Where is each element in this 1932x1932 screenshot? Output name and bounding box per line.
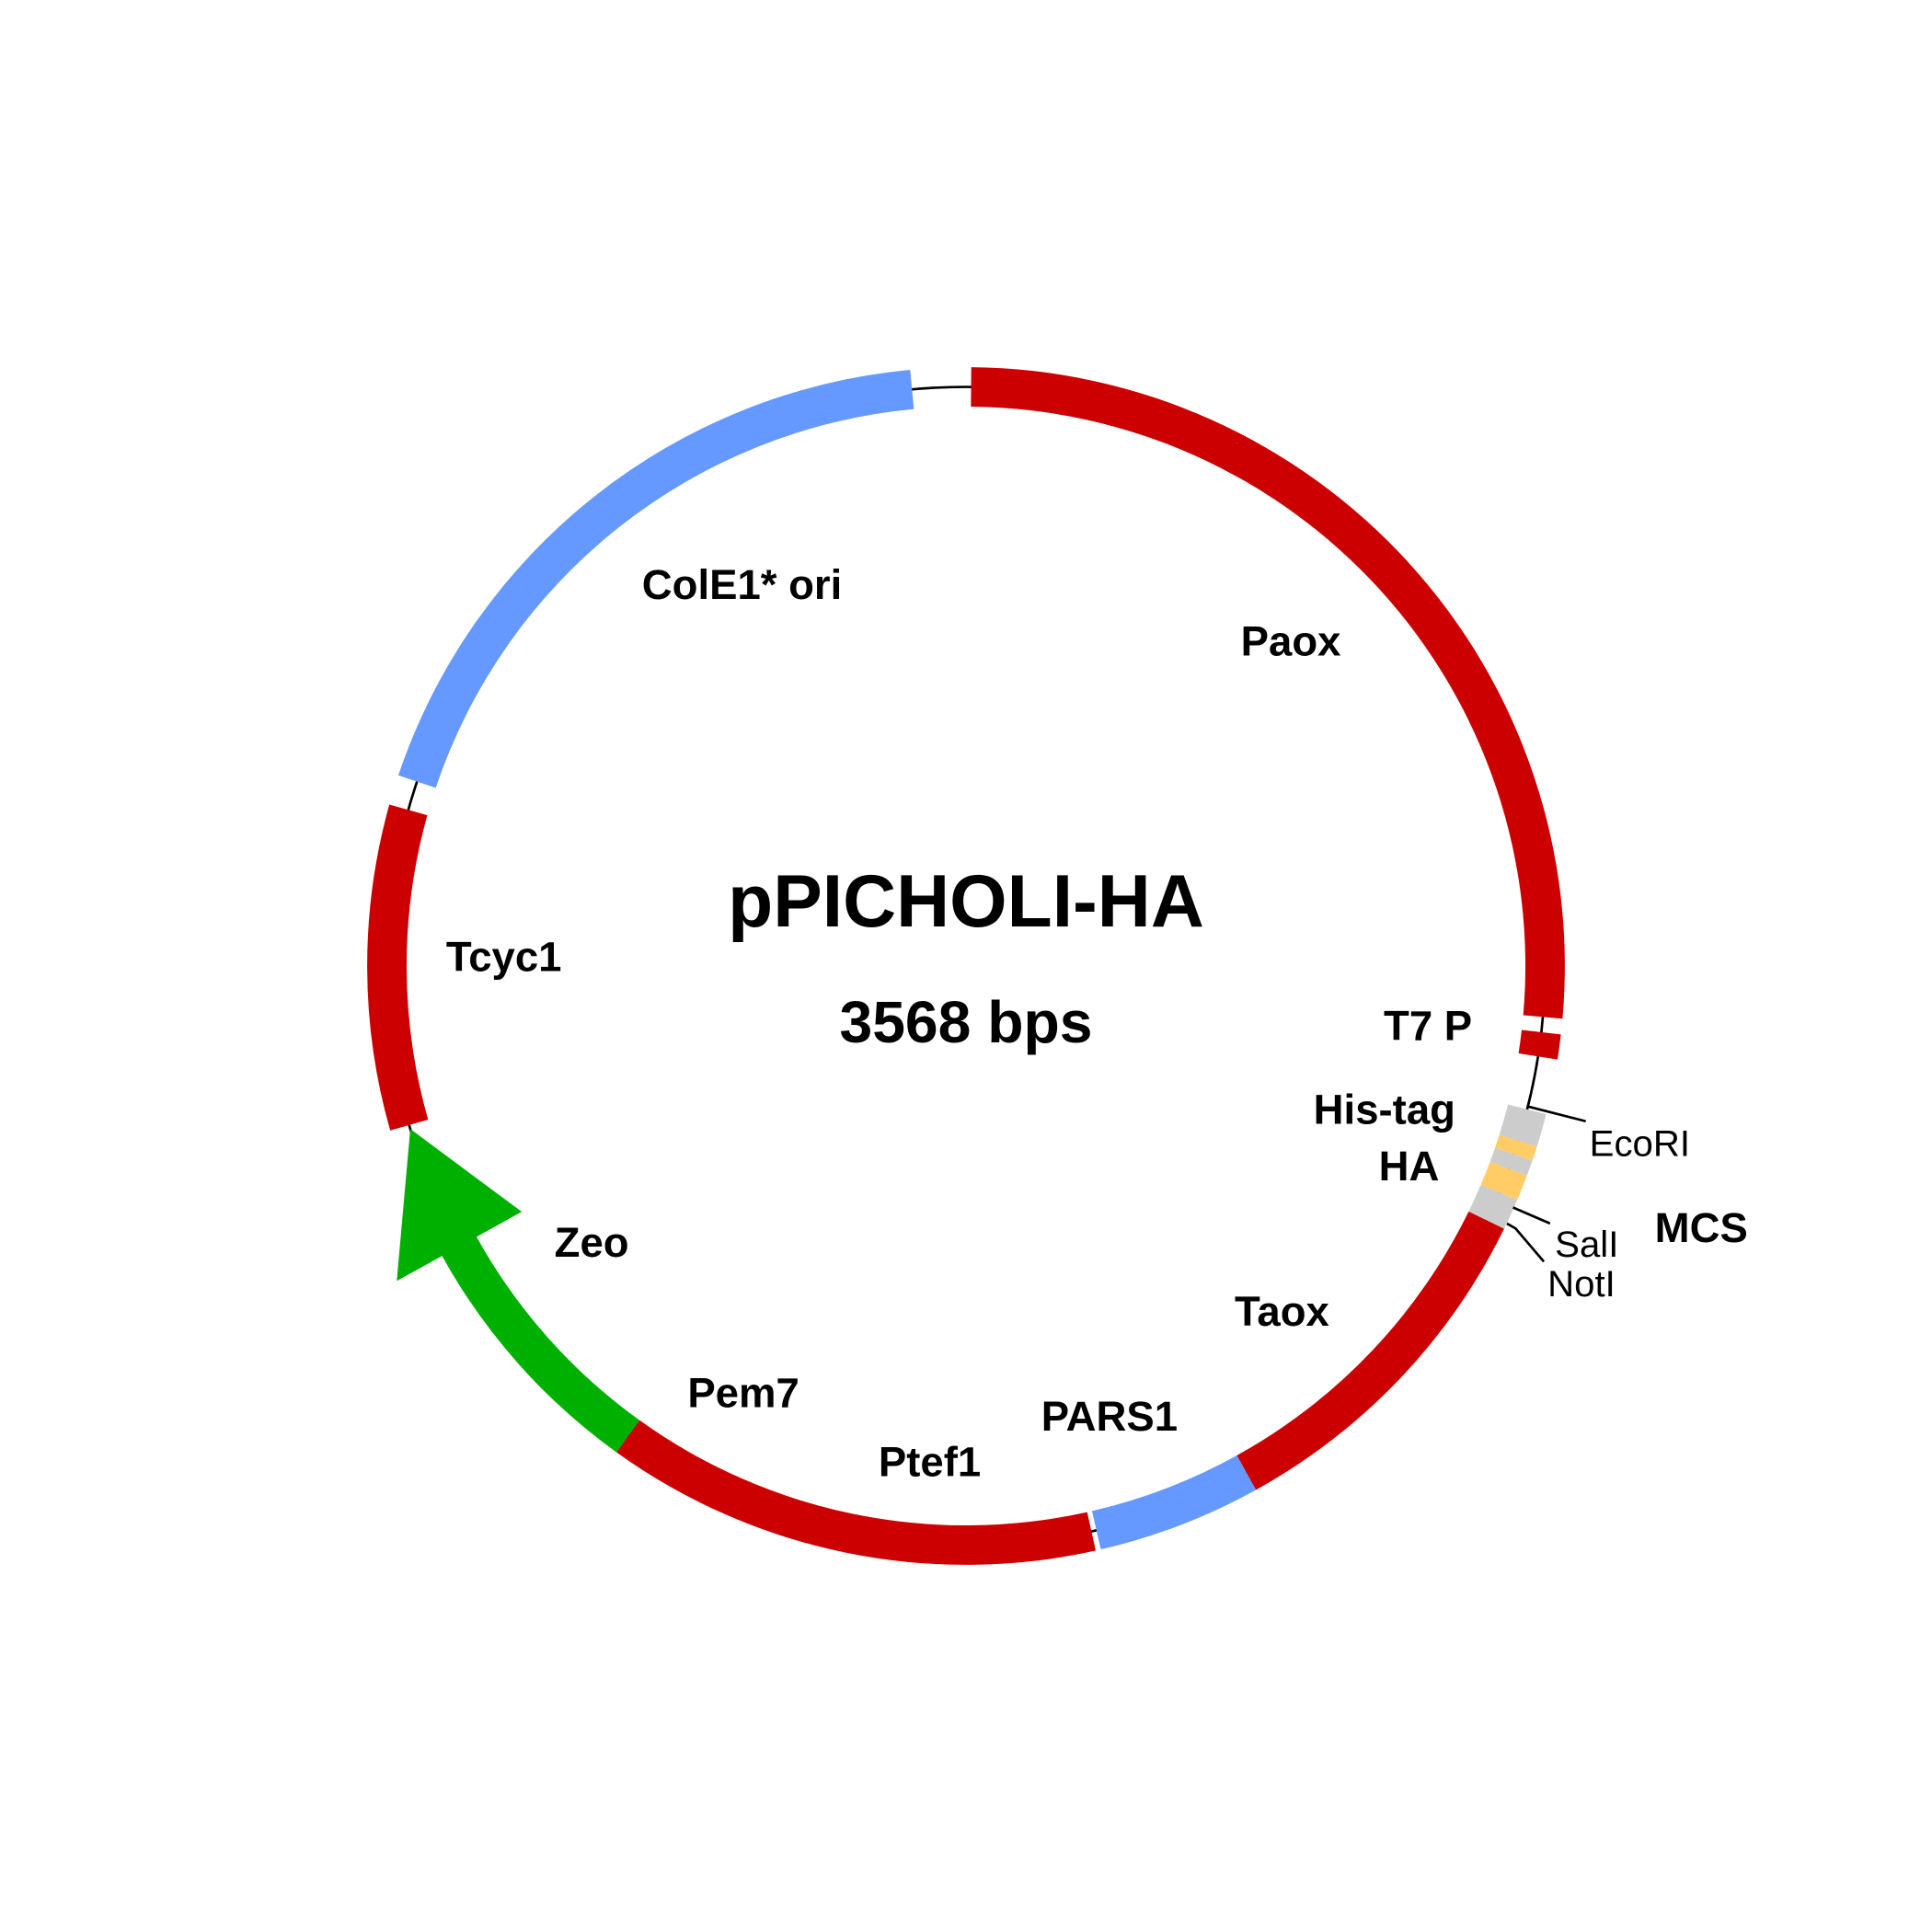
ecori-leader-line — [1527, 1105, 1586, 1123]
feature-taox — [1236, 1211, 1504, 1490]
label-paox: Paox — [1241, 618, 1341, 665]
label-pars1: PARS1 — [1041, 1393, 1178, 1440]
feature-mcs-grey-3 — [1468, 1184, 1518, 1229]
label-cole1-ori: ColE1* ori — [642, 561, 843, 608]
site-ecori: EcoRI — [1590, 1122, 1690, 1164]
feature-mcs-grey-2 — [1489, 1147, 1533, 1176]
site-noti: NotI — [1547, 1263, 1616, 1305]
feature-t7-p — [1518, 1029, 1561, 1060]
label-tcyc1: Tcyc1 — [446, 933, 562, 980]
label-t7p: T7 P — [1384, 1002, 1472, 1049]
site-sali: SalI — [1555, 1224, 1618, 1265]
plasmid-size: 3568 bps — [839, 989, 1092, 1055]
label-pem7: Pem7 — [687, 1369, 799, 1416]
feature-ptef1-pem7 — [616, 1420, 1097, 1565]
label-ptef1: Ptef1 — [879, 1438, 981, 1485]
feature-zeo — [397, 1129, 640, 1453]
label-histag: His-tag — [1314, 1086, 1455, 1133]
noti-leader-line — [1506, 1222, 1546, 1263]
label-taox: Taox — [1235, 1288, 1329, 1335]
feature-mcs-grey-1 — [1499, 1104, 1547, 1147]
label-mcs: MCS — [1655, 1204, 1748, 1251]
feature-ha — [1480, 1161, 1527, 1201]
label-ha: HA — [1379, 1143, 1440, 1190]
feature-his-tag — [1495, 1134, 1537, 1161]
feature-tcyc1 — [367, 804, 429, 1131]
label-zeo: Zeo — [555, 1219, 629, 1266]
plasmid-name: pPICHOLI-HA — [728, 860, 1204, 943]
feature-cole1-ori — [397, 369, 914, 788]
sali-leader-line — [1512, 1206, 1551, 1225]
feature-pars1 — [1091, 1455, 1257, 1550]
